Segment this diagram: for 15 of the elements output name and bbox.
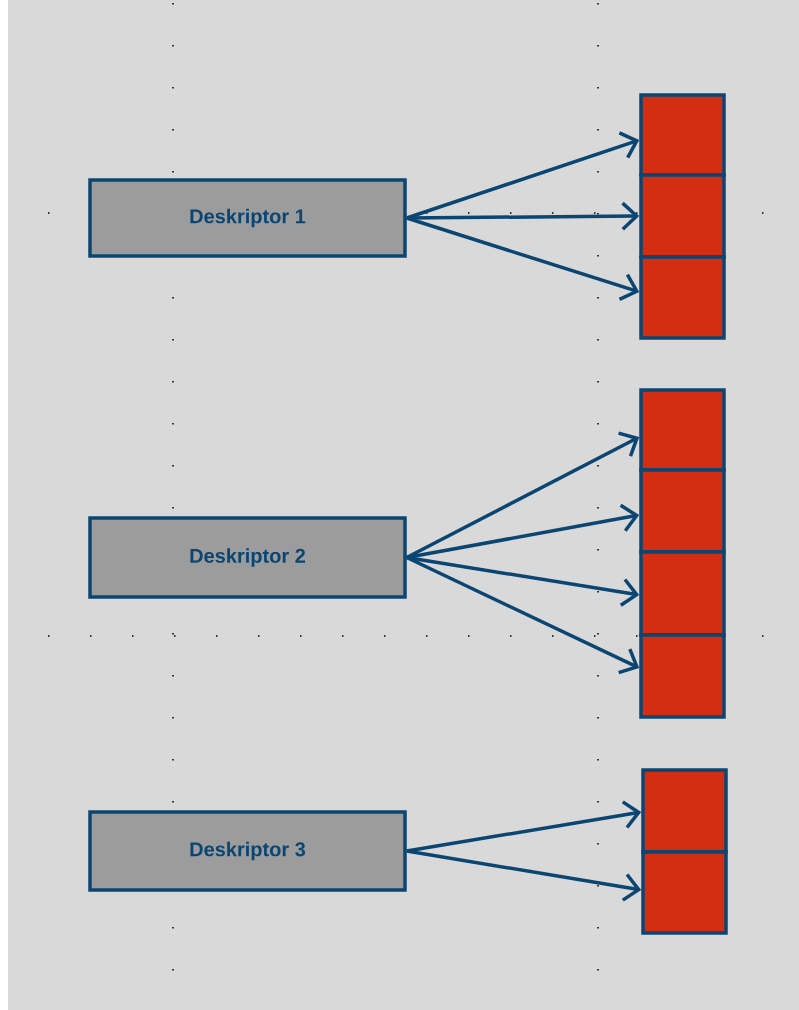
arrow [405, 431, 640, 560]
descriptor-box: Deskriptor 1 [88, 178, 407, 258]
array-cell [639, 633, 726, 719]
arrow [406, 131, 640, 220]
array-cell [639, 255, 726, 340]
arrow [406, 555, 640, 607]
arrow [406, 216, 640, 301]
descriptor-box: Deskriptor 3 [88, 810, 407, 892]
arrow [406, 503, 640, 560]
array-cell [641, 850, 728, 935]
arrow [406, 800, 642, 853]
arrow [406, 849, 642, 902]
arrow [406, 555, 640, 675]
arrow [406, 201, 640, 231]
descriptor-box: Deskriptor 2 [88, 516, 407, 599]
